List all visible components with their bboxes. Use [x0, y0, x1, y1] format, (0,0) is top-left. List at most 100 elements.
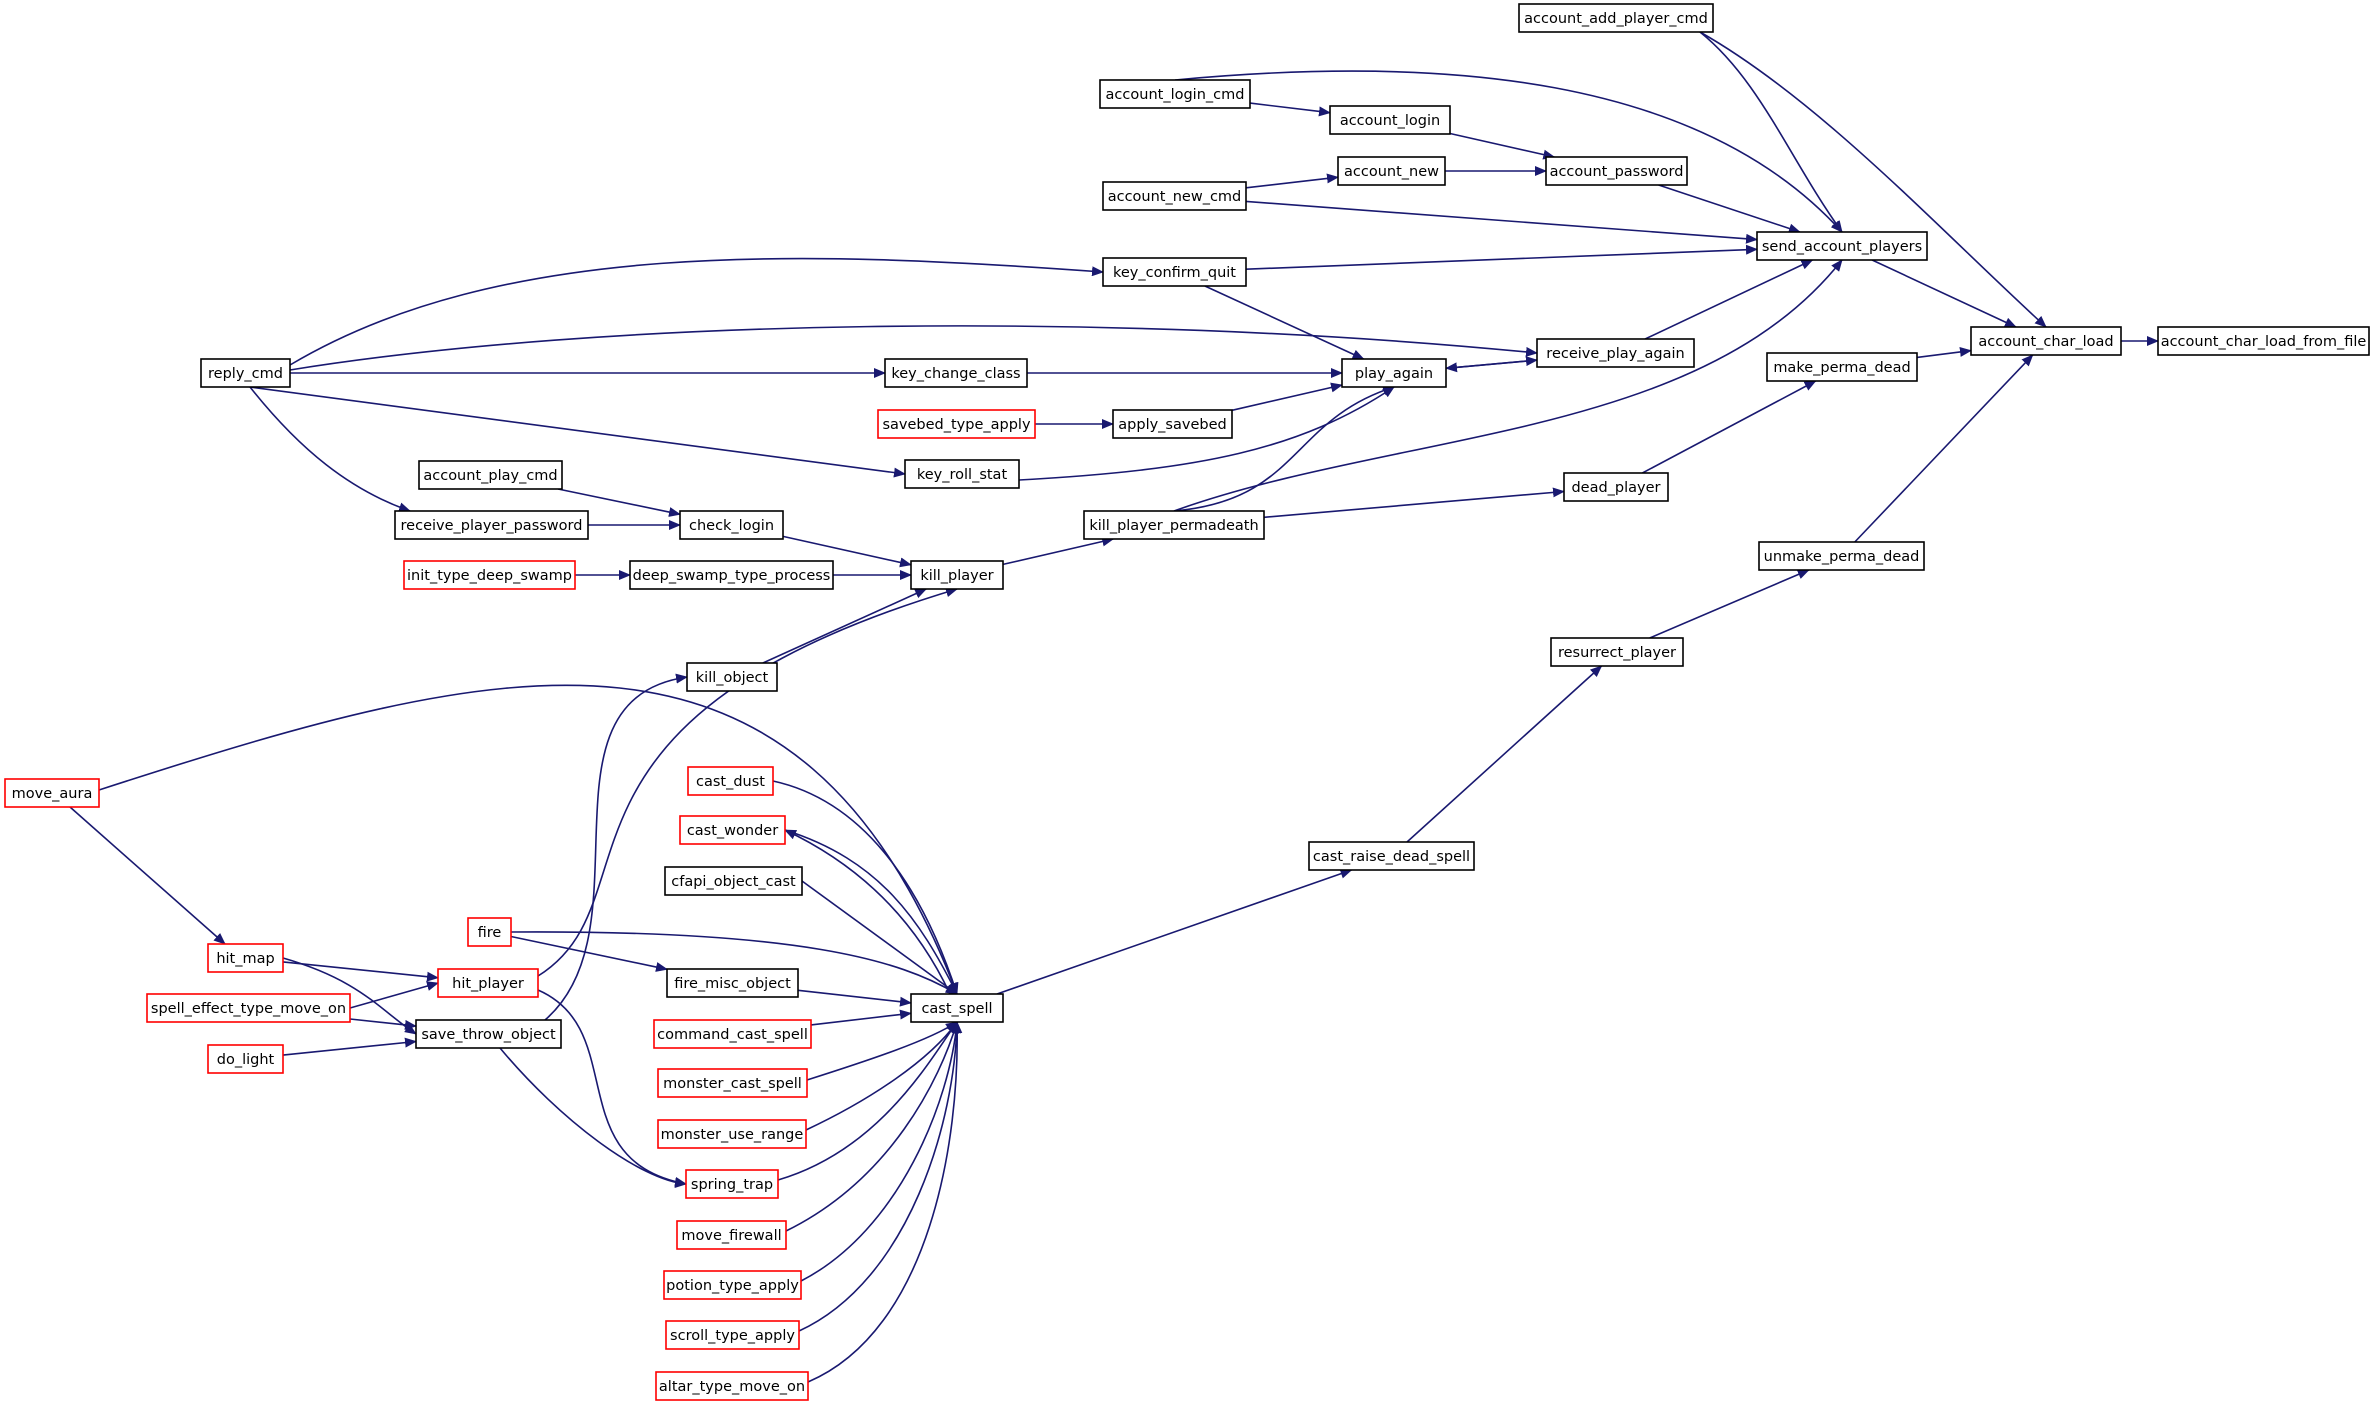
- node-cast_dust[interactable]: cast_dust: [687, 766, 774, 796]
- node-account_char_load[interactable]: account_char_load: [1970, 326, 2122, 356]
- node-account_add_player_cmd[interactable]: account_add_player_cmd: [1518, 3, 1714, 33]
- node-account_login[interactable]: account_login: [1329, 105, 1451, 135]
- node-account_login_cmd[interactable]: account_login_cmd: [1099, 79, 1251, 109]
- node-receive_play_again[interactable]: receive_play_again: [1536, 338, 1695, 368]
- node-fire[interactable]: fire: [467, 917, 512, 947]
- node-label-account_login: account_login: [1340, 113, 1440, 129]
- node-play_again[interactable]: play_again: [1341, 358, 1447, 388]
- edge-save_throw_object-to-spring_trap: [499, 1047, 687, 1189]
- node-account_play_cmd[interactable]: account_play_cmd: [418, 460, 563, 490]
- edge-check_login-to-kill_player: [782, 535, 912, 568]
- node-monster_use_range[interactable]: monster_use_range: [657, 1119, 807, 1149]
- node-box-cast_raise_dead_spell: [1308, 841, 1475, 871]
- node-cfapi_object_cast[interactable]: cfapi_object_cast: [664, 866, 803, 896]
- node-label-spell_effect_type_move_on: spell_effect_type_move_on: [151, 1001, 346, 1017]
- node-label-receive_play_again: receive_play_again: [1546, 346, 1684, 362]
- node-label-fire: fire: [478, 925, 502, 941]
- node-box-cast_wonder: [679, 815, 786, 845]
- node-cast_raise_dead_spell[interactable]: cast_raise_dead_spell: [1308, 841, 1475, 871]
- node-box-make_perma_dead: [1766, 352, 1918, 382]
- node-deep_swamp_type_process[interactable]: deep_swamp_type_process: [629, 560, 834, 590]
- node-account_password[interactable]: account_password: [1545, 156, 1688, 186]
- node-kill_object[interactable]: kill_object: [686, 662, 778, 692]
- node-account_new[interactable]: account_new: [1337, 156, 1446, 186]
- edge-spring_trap-to-cast_spell: [777, 1021, 958, 1181]
- node-hit_player[interactable]: hit_player: [437, 968, 539, 998]
- node-reply_cmd[interactable]: reply_cmd: [200, 358, 291, 388]
- node-box-spell_effect_type_move_on: [146, 993, 351, 1023]
- node-account_char_load_from_file[interactable]: account_char_load_from_file: [2157, 326, 2370, 356]
- node-send_account_players[interactable]: send_account_players: [1756, 231, 1928, 261]
- node-label-kill_object: kill_object: [696, 670, 769, 686]
- node-hit_map[interactable]: hit_map: [207, 943, 284, 973]
- node-unmake_perma_dead[interactable]: unmake_perma_dead: [1758, 541, 1925, 571]
- node-label-init_type_deep_swamp: init_type_deep_swamp: [407, 568, 572, 584]
- node-label-account_new_cmd: account_new_cmd: [1108, 189, 1242, 205]
- node-spell_effect_type_move_on[interactable]: spell_effect_type_move_on: [146, 993, 351, 1023]
- node-check_login[interactable]: check_login: [679, 510, 784, 540]
- edge-account_login_cmd-to-send_account_players: [1174, 70, 1843, 233]
- node-move_aura[interactable]: move_aura: [4, 778, 100, 808]
- edge-kill_player_permadeath-to-play_again: [1173, 385, 1395, 512]
- node-savebed_type_apply[interactable]: savebed_type_apply: [877, 409, 1036, 439]
- edge-spell_effect_type_move_on-to-hit_player: [349, 981, 439, 1009]
- node-key_confirm_quit[interactable]: key_confirm_quit: [1102, 257, 1247, 287]
- node-box-fire_misc_object: [666, 968, 799, 998]
- edge-kill_player_permadeath-to-send_account_players: [1173, 259, 1843, 512]
- node-make_perma_dead[interactable]: make_perma_dead: [1766, 352, 1918, 382]
- node-label-hit_map: hit_map: [216, 951, 274, 967]
- node-cast_wonder[interactable]: cast_wonder: [679, 815, 786, 845]
- node-kill_player[interactable]: kill_player: [910, 560, 1004, 590]
- node-label-kill_player: kill_player: [920, 568, 993, 584]
- node-move_firewall[interactable]: move_firewall: [676, 1220, 787, 1250]
- edge-kill_player_permadeath-to-dead_player: [1263, 487, 1565, 519]
- node-label-key_confirm_quit: key_confirm_quit: [1113, 265, 1236, 281]
- edge-cast_spell-to-cast_wonder: [784, 829, 951, 995]
- edge-hit_player-to-spring_trap: [537, 989, 687, 1187]
- node-key_roll_stat[interactable]: key_roll_stat: [904, 459, 1020, 489]
- edge-key_confirm_quit-to-send_account_players: [1245, 244, 1758, 270]
- node-label-cast_wonder: cast_wonder: [687, 823, 778, 839]
- node-box-receive_play_again: [1536, 338, 1695, 368]
- node-monster_cast_spell[interactable]: monster_cast_spell: [657, 1068, 808, 1098]
- edge-unmake_perma_dead-to-account_char_load: [1854, 354, 2034, 543]
- node-label-kill_player_permadeath: kill_player_permadeath: [1089, 518, 1258, 534]
- edge-cast_wonder-to-cast_spell: [784, 829, 958, 995]
- edge-fire-to-cast_spell: [510, 931, 958, 995]
- node-spring_trap[interactable]: spring_trap: [685, 1169, 779, 1199]
- node-box-kill_player: [910, 560, 1004, 590]
- node-altar_type_move_on[interactable]: altar_type_move_on: [655, 1371, 809, 1401]
- node-kill_player_permadeath[interactable]: kill_player_permadeath: [1083, 510, 1265, 540]
- node-resurrect_player[interactable]: resurrect_player: [1550, 637, 1684, 667]
- node-label-dead_player: dead_player: [1571, 480, 1660, 496]
- node-box-scroll_type_apply: [665, 1320, 800, 1350]
- node-key_change_class[interactable]: key_change_class: [884, 358, 1028, 388]
- node-dead_player[interactable]: dead_player: [1563, 472, 1669, 502]
- node-box-dead_player: [1563, 472, 1669, 502]
- node-box-account_char_load: [1970, 326, 2122, 356]
- node-receive_player_password[interactable]: receive_player_password: [394, 510, 589, 540]
- node-potion_type_apply[interactable]: potion_type_apply: [663, 1270, 802, 1300]
- node-box-move_firewall: [676, 1220, 787, 1250]
- node-init_type_deep_swamp[interactable]: init_type_deep_swamp: [403, 560, 576, 590]
- node-cast_spell[interactable]: cast_spell: [910, 993, 1004, 1023]
- node-label-spring_trap: spring_trap: [691, 1177, 773, 1193]
- node-box-command_cast_spell: [653, 1019, 812, 1049]
- node-box-play_again: [1341, 358, 1447, 388]
- node-box-cast_dust: [687, 766, 774, 796]
- node-label-send_account_players: send_account_players: [1762, 239, 1922, 255]
- edge-key_confirm_quit-to-play_again: [1204, 285, 1365, 360]
- node-label-deep_swamp_type_process: deep_swamp_type_process: [633, 568, 831, 584]
- node-save_throw_object[interactable]: save_throw_object: [415, 1019, 562, 1049]
- edge-hit_player-to-kill_player: [537, 587, 958, 977]
- node-box-init_type_deep_swamp: [403, 560, 576, 590]
- node-box-kill_object: [686, 662, 778, 692]
- node-scroll_type_apply[interactable]: scroll_type_apply: [665, 1320, 800, 1350]
- node-account_new_cmd[interactable]: account_new_cmd: [1102, 181, 1247, 211]
- node-apply_savebed[interactable]: apply_savebed: [1112, 409, 1233, 439]
- node-fire_misc_object[interactable]: fire_misc_object: [666, 968, 799, 998]
- edge-receive_play_again-to-send_account_players: [1644, 259, 1814, 340]
- edge-cast_spell-to-cast_raise_dead_spell: [996, 868, 1353, 995]
- node-command_cast_spell[interactable]: command_cast_spell: [653, 1019, 812, 1049]
- node-do_light[interactable]: do_light: [207, 1044, 284, 1074]
